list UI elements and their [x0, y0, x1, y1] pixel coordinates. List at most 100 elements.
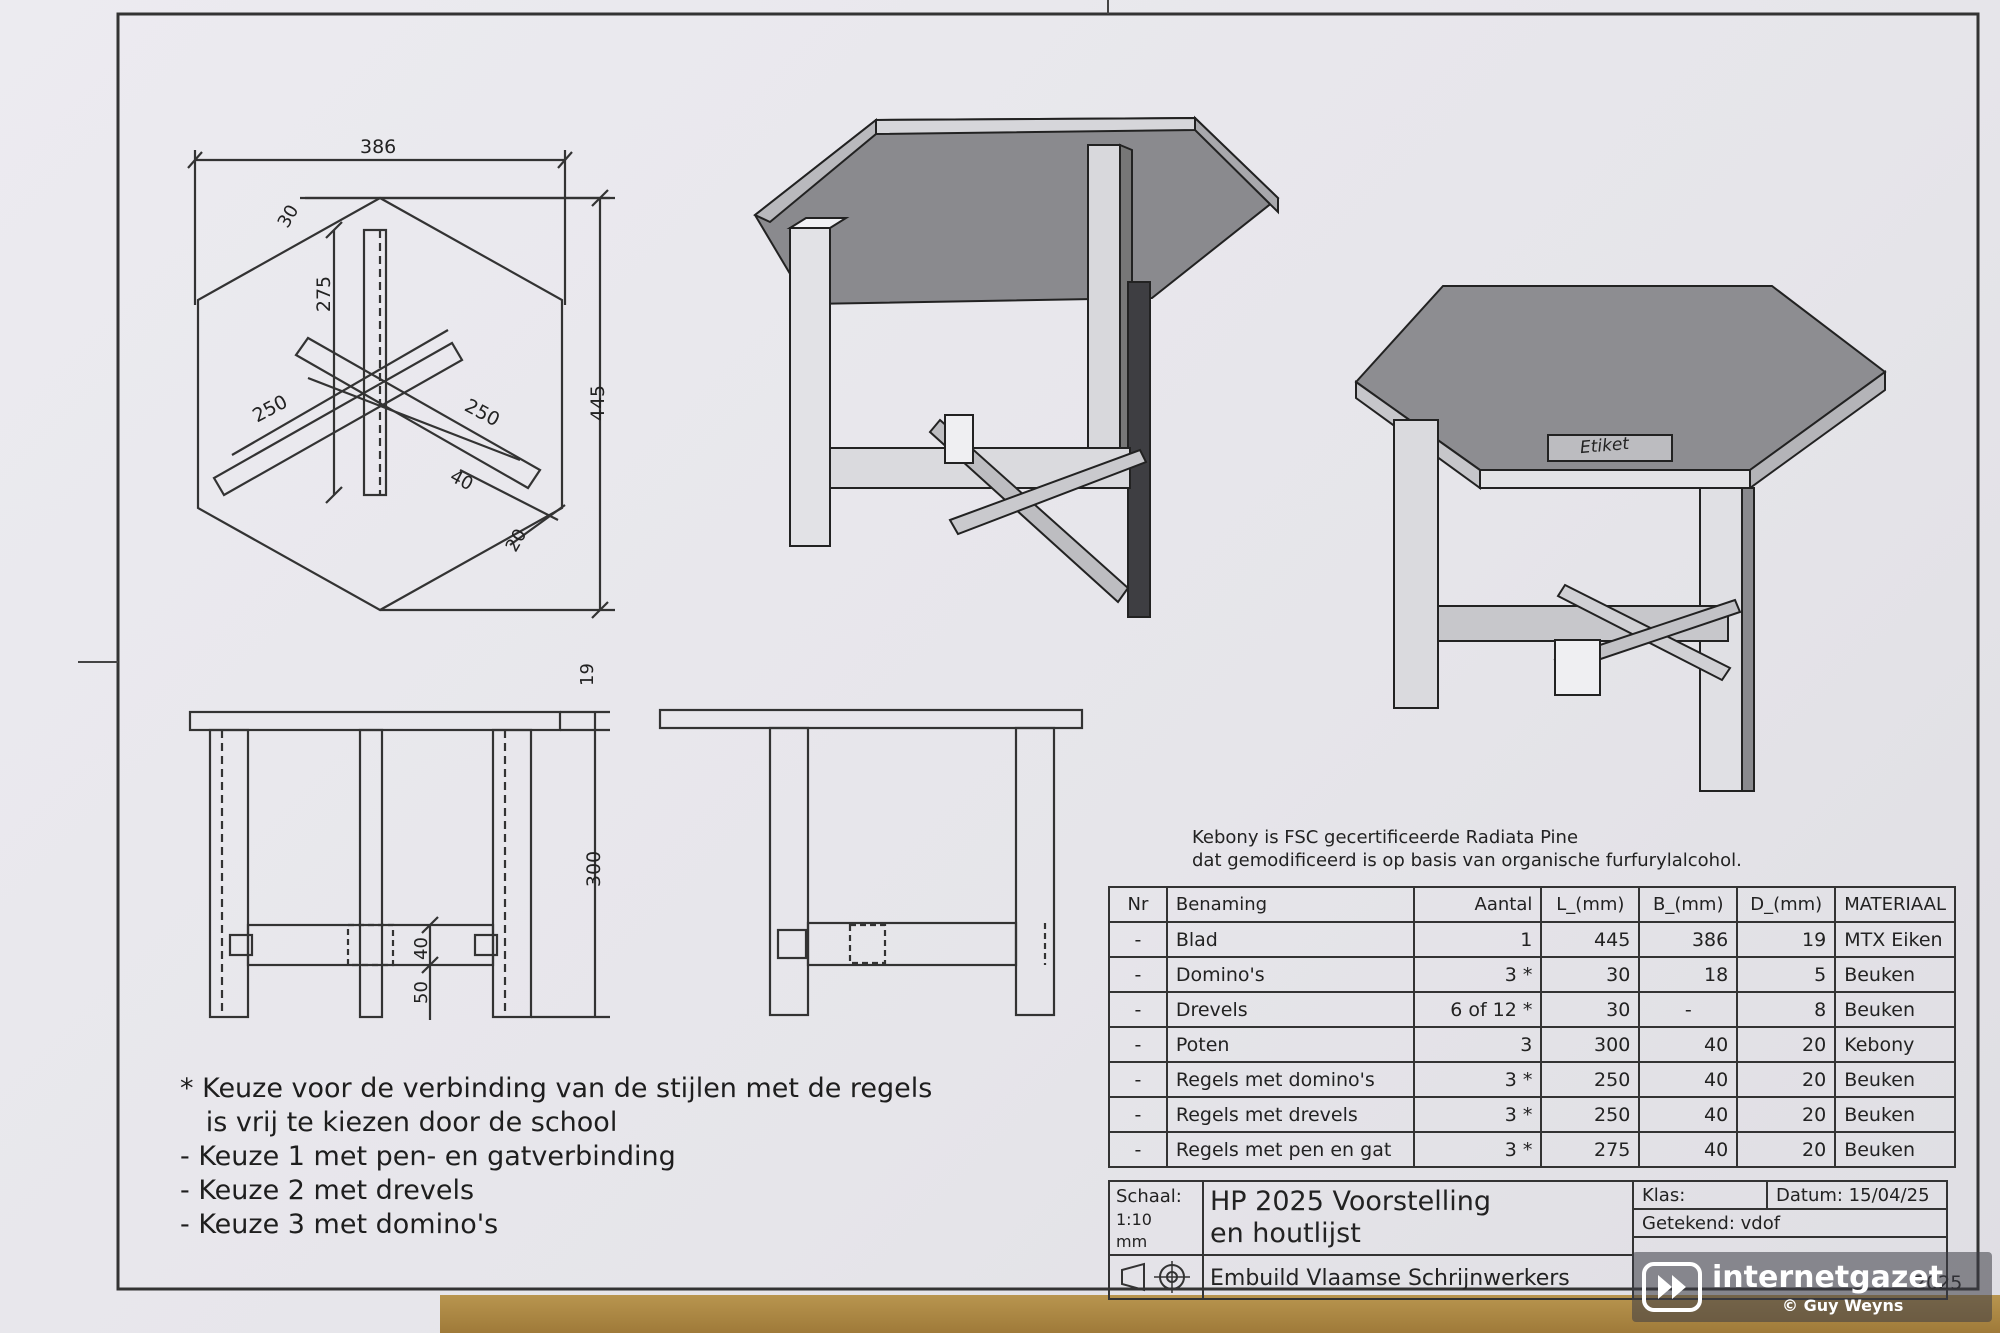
cell-aantal: 3 * — [1412, 1131, 1543, 1168]
table-header-row: Nr Benaming Aantal L_(mm) B_(mm) D_(mm) … — [1108, 886, 1956, 923]
cell-dikte: 20 — [1736, 1096, 1837, 1133]
note-line: - Keuze 2 met drevels — [180, 1175, 475, 1206]
class-box: Klas: — [1632, 1180, 1768, 1210]
cell-lengte: 300 — [1540, 1026, 1641, 1063]
cell-materiaal: MTX Eiken — [1834, 921, 1956, 958]
table-row: - Domino's 3 * 30 18 5 Beuken — [1108, 956, 1956, 993]
cell-lengte: 30 — [1540, 991, 1641, 1028]
material-note-line1: Kebony is FSC gecertificeerde Radiata Pi… — [1192, 827, 1579, 848]
cell-nr: - — [1108, 991, 1168, 1028]
drawn-by-box: Getekend: vdof — [1632, 1208, 1948, 1238]
cell-nr: - — [1108, 921, 1168, 958]
dim-top-thickness: 19 — [576, 663, 598, 686]
cell-materiaal: Beuken — [1834, 991, 1956, 1028]
company-box: Embuild Vlaamse Schrijnwerkers — [1202, 1254, 1634, 1300]
etiket-label: Etiket — [1579, 433, 1630, 459]
cell-breedte: 40 — [1638, 1061, 1739, 1098]
date-label: Datum: 15/04/25 — [1776, 1185, 1930, 1206]
col-benaming: Benaming — [1165, 886, 1415, 923]
dim-top-width: 386 — [360, 136, 397, 158]
cell-aantal: 6 of 12 * — [1412, 991, 1543, 1028]
cell-breedte: 40 — [1638, 1096, 1739, 1133]
title-box: HP 2025 Voorstelling en houtlijst — [1202, 1180, 1634, 1256]
cell-benaming: Regels met domino's — [1165, 1061, 1415, 1098]
isometric-view-upside-down — [753, 115, 1280, 618]
top-view — [187, 150, 615, 619]
table-row: - Regels met pen en gat 3 * 275 40 20 Be… — [1108, 1131, 1956, 1168]
cell-nr: - — [1108, 956, 1168, 993]
projection-symbol-icon — [1121, 1261, 1190, 1293]
class-label: Klas: — [1642, 1185, 1686, 1206]
cell-nr: - — [1108, 1096, 1168, 1133]
col-nr: Nr — [1108, 886, 1168, 923]
scale-unit: mm — [1116, 1232, 1148, 1251]
isometric-view-upright — [1354, 285, 1887, 792]
cell-nr: - — [1108, 1061, 1168, 1098]
note-line: is vrij te kiezen door de school — [180, 1107, 618, 1138]
cell-aantal: 3 — [1412, 1026, 1543, 1063]
cell-benaming: Drevels — [1165, 991, 1415, 1028]
table-row: - Regels met domino's 3 * 250 40 20 Beuk… — [1108, 1061, 1956, 1098]
col-dikte: D_(mm) — [1736, 886, 1837, 923]
cell-benaming: Domino's — [1165, 956, 1415, 993]
col-lengte: L_(mm) — [1540, 886, 1641, 923]
scale-label: Schaal: — [1116, 1186, 1182, 1207]
cell-materiaal: Beuken — [1834, 1061, 1956, 1098]
cell-dikte: 20 — [1736, 1131, 1837, 1168]
drawn-by-label: Getekend: vdof — [1642, 1213, 1781, 1234]
cell-nr: - — [1108, 1026, 1168, 1063]
forward-logo-icon — [1642, 1262, 1702, 1312]
cell-dikte: 19 — [1736, 921, 1837, 958]
col-aantal: Aantal — [1412, 886, 1543, 923]
material-note-line2: dat gemodificeerd is op basis van organi… — [1192, 850, 1742, 871]
cell-materiaal: Beuken — [1834, 1131, 1956, 1168]
cell-materiaal: Beuken — [1834, 1096, 1956, 1133]
cell-breedte: 386 — [1638, 921, 1739, 958]
note-line: - Keuze 3 met domino's — [180, 1209, 499, 1240]
cell-benaming: Poten — [1165, 1026, 1415, 1063]
material-note: Kebony is FSC gecertificeerde Radiata Pi… — [1192, 826, 1742, 872]
scale-box: Schaal: 1:10 mm — [1108, 1180, 1204, 1256]
parts-list-table: Nr Benaming Aantal L_(mm) B_(mm) D_(mm) … — [1108, 886, 1956, 1168]
dim-rail-height: 40 — [410, 937, 432, 960]
cell-aantal: 3 * — [1412, 1096, 1543, 1133]
cell-aantal: 3 * — [1412, 1061, 1543, 1098]
dim-height: 300 — [583, 850, 606, 888]
front-view-right — [658, 708, 1084, 1017]
cell-aantal: 3 * — [1412, 956, 1543, 993]
cell-lengte: 30 — [1540, 956, 1641, 993]
watermark-brand: internetgazet — [1712, 1260, 1944, 1295]
table-row: - Regels met drevels 3 * 250 40 20 Beuke… — [1108, 1096, 1956, 1133]
col-materiaal: MATERIAAL — [1834, 886, 1956, 923]
cell-benaming: Regels met pen en gat — [1165, 1131, 1415, 1168]
cell-nr: - — [1108, 1131, 1168, 1168]
cell-dikte: 8 — [1736, 991, 1837, 1028]
drawing-title-line2: en houtlijst — [1210, 1218, 1361, 1249]
cell-aantal: 1 — [1412, 921, 1543, 958]
cell-breedte: 40 — [1638, 1131, 1739, 1168]
projection-symbol-box — [1108, 1254, 1204, 1300]
cell-materiaal: Beuken — [1834, 956, 1956, 993]
cell-benaming: Regels met drevels — [1165, 1096, 1415, 1133]
dim-rail-offset: 50 — [410, 981, 432, 1004]
drawing-title-line1: HP 2025 Voorstelling — [1210, 1186, 1491, 1217]
cell-dikte: 20 — [1736, 1061, 1837, 1098]
note-line: - Keuze 1 met pen- en gatverbinding — [180, 1141, 676, 1172]
cell-lengte: 275 — [1540, 1131, 1641, 1168]
table-row: - Blad 1 445 386 19 MTX Eiken — [1108, 921, 1956, 958]
col-breedte: B_(mm) — [1638, 886, 1739, 923]
dim-rail-long: 275 — [313, 275, 336, 313]
cell-breedte: 18 — [1638, 956, 1739, 993]
date-box: Datum: 15/04/25 — [1766, 1180, 1948, 1210]
scale-value: 1:10 — [1116, 1210, 1152, 1229]
cell-dikte: 5 — [1736, 956, 1837, 993]
table-row: - Poten 3 300 40 20 Kebony — [1108, 1026, 1956, 1063]
company-name: Embuild Vlaamse Schrijnwerkers — [1210, 1266, 1570, 1291]
cell-materiaal: Kebony — [1834, 1026, 1956, 1063]
watermark-credit: © Guy Weyns — [1782, 1296, 1904, 1315]
cell-breedte: 40 — [1638, 1026, 1739, 1063]
connection-notes: * Keuze voor de verbinding van de stijle… — [180, 1072, 932, 1242]
cell-dikte: 20 — [1736, 1026, 1837, 1063]
cell-lengte: 250 — [1540, 1096, 1641, 1133]
